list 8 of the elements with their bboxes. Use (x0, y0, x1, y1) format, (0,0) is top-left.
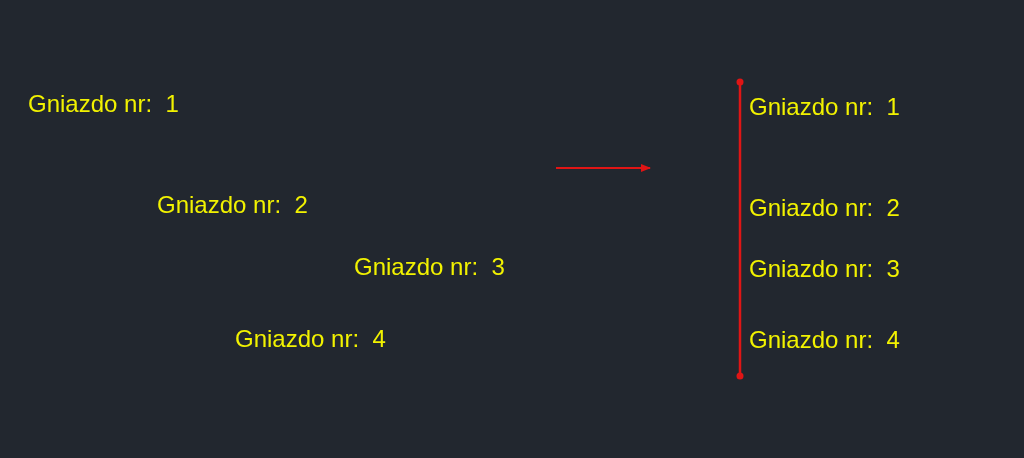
text-label: Gniazdo nr: 2 (749, 194, 900, 222)
text-label: Gniazdo nr: 4 (235, 325, 386, 353)
text-label: Gniazdo nr: 3 (354, 253, 505, 281)
text-label: Gniazdo nr: 2 (157, 191, 308, 219)
text-label: Gniazdo nr: 1 (28, 90, 179, 118)
text-label: Gniazdo nr: 3 (749, 255, 900, 283)
text-label: Gniazdo nr: 4 (749, 326, 900, 354)
text-label: Gniazdo nr: 1 (749, 93, 900, 121)
